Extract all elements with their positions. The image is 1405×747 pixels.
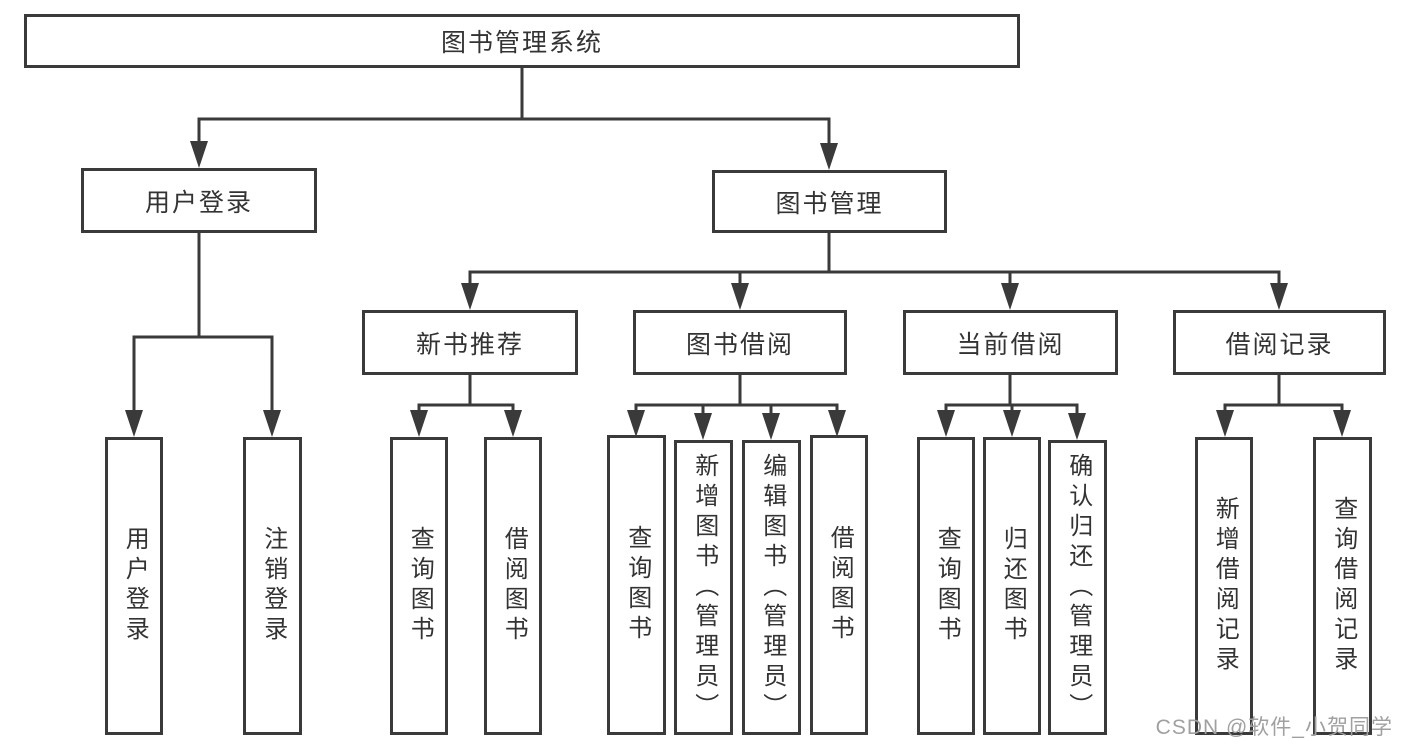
- leaf-user-login: 用户登录: [105, 437, 163, 735]
- csdn-watermark: CSDN @软件_小贺同学: [1155, 716, 1393, 739]
- connector-borrow-to-leaves: [634, 375, 839, 417]
- leaf-bw-borrow-books: 借阅图书: [810, 435, 868, 735]
- connector-current-to-leaves: [944, 375, 1079, 417]
- leaf-label: 借阅图书: [500, 526, 528, 646]
- leaf-label: 确认归还（管理员）: [1064, 452, 1092, 723]
- leaf-label: 查询图书: [933, 526, 961, 646]
- leaf-cur-confirm-return-admin: 确认归还（管理员）: [1048, 440, 1107, 735]
- leaf-label: 编辑图书（管理员）: [758, 452, 786, 723]
- node-book-borrowing: 图书借阅: [633, 310, 847, 375]
- leaf-bw-query-books: 查询图书: [607, 435, 666, 735]
- node-label: 新书推荐: [415, 330, 524, 359]
- node-label: 图书借阅: [685, 330, 794, 359]
- leaf-bw-edit-books-admin: 编辑图书（管理员）: [742, 440, 801, 735]
- leaf-label: 查询借阅记录: [1329, 496, 1357, 676]
- leaf-nb-query-books: 查询图书: [390, 437, 448, 735]
- connector-newbooks-to-leaves: [417, 375, 515, 414]
- node-label: 借阅记录: [1225, 330, 1334, 359]
- leaf-logout: 注销登录: [243, 437, 302, 735]
- node-label: 当前借阅: [956, 330, 1065, 359]
- node-root-system: 图书管理系统: [24, 14, 1020, 68]
- node-label: 图书管理系统: [440, 29, 603, 57]
- node-new-book-recommend: 新书推荐: [362, 310, 578, 375]
- connector-userlogin-to-leaves: [132, 233, 274, 414]
- node-label: 用户登录: [144, 188, 253, 217]
- connector-records-to-leaves: [1223, 375, 1344, 414]
- leaf-label: 借阅图书: [826, 525, 854, 645]
- connector-bookmgmt-to-level3: [468, 233, 1281, 287]
- leaf-cur-return-books: 归还图书: [983, 437, 1041, 735]
- leaf-label: 查询图书: [623, 525, 651, 645]
- arrowheads: [125, 141, 1351, 440]
- node-label: 图书管理: [775, 189, 884, 218]
- node-current-borrowing: 当前借阅: [903, 310, 1118, 375]
- node-book-management: 图书管理: [712, 170, 947, 233]
- leaf-label: 新增图书（管理员）: [690, 452, 718, 723]
- node-borrowing-records: 借阅记录: [1173, 310, 1386, 375]
- leaf-bw-add-books-admin: 新增图书（管理员）: [674, 440, 733, 735]
- leaf-label: 注销登录: [259, 526, 287, 646]
- leaf-label: 新增借阅记录: [1211, 496, 1239, 676]
- leaf-rec-add-record: 新增借阅记录: [1195, 437, 1253, 735]
- leaf-label: 用户登录: [121, 526, 149, 646]
- leaf-rec-query-record: 查询借阅记录: [1313, 437, 1372, 735]
- leaf-label: 归还图书: [999, 526, 1027, 646]
- leaf-label: 查询图书: [406, 526, 434, 646]
- node-user-login: 用户登录: [81, 168, 317, 233]
- leaf-cur-query-books: 查询图书: [917, 437, 975, 735]
- connector-root-to-level2: [197, 68, 831, 148]
- leaf-nb-borrow-books: 借阅图书: [484, 437, 542, 735]
